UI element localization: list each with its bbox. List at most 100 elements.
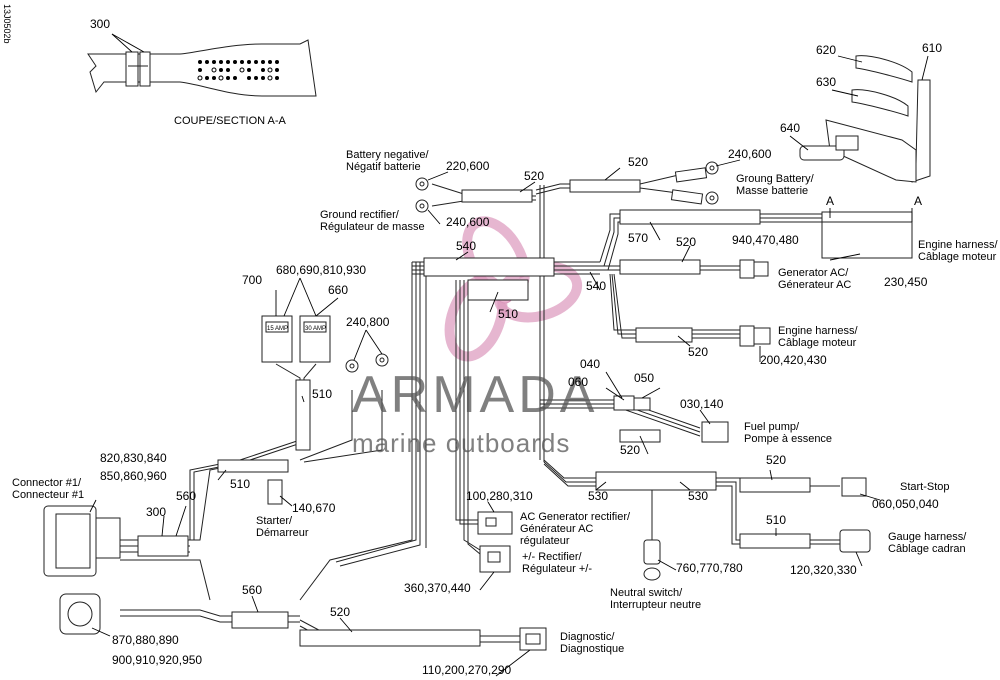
engine-harness-mid-label-fr: Câblage moteur	[778, 337, 857, 349]
leader-lines	[89, 159, 881, 677]
section-a-a-view	[87, 33, 317, 97]
diagnostic-connector-icon	[519, 627, 547, 651]
neutral-switch-label-fr: Interrupteur neutre	[610, 599, 701, 611]
engine-harness-top-label: Engine harness/	[918, 239, 998, 251]
engine-harness-mid-label: Engine harness/	[778, 325, 858, 337]
fuse-15-label: 15 AMP	[267, 326, 288, 332]
sheath-530	[595, 471, 717, 491]
generator-label: Generator AC/	[778, 267, 849, 279]
callout-560-a: 560	[176, 489, 196, 503]
callout-680-690-810-930: 680,690,810,930	[276, 263, 366, 277]
ground-battery-label-fr: Masse batterie	[736, 185, 808, 197]
callout-530-b: 530	[688, 489, 708, 503]
harness-sheaths	[137, 167, 811, 647]
ground-battery-label: Groung Battery/	[736, 173, 815, 185]
ac-rectifier-connector-icon	[477, 511, 513, 535]
watermark-tagline: marine outboards	[352, 428, 570, 458]
section-marker-left: A	[826, 194, 834, 208]
component-labels: COUPE/SECTION A-A Battery negative/ Néga…	[12, 115, 998, 655]
section-markers: A A	[826, 194, 922, 222]
callout-240-800: 240,800	[346, 315, 390, 329]
ground-rectifier-label-fr: Régulateur de masse	[320, 221, 425, 233]
callout-760-770-780: 760,770,780	[676, 561, 743, 575]
rectifier-label-fr: Régulateur +/-	[522, 563, 592, 575]
callout-520-gen: 520	[676, 235, 696, 249]
callout-300: 300	[146, 505, 166, 519]
callout-570: 570	[628, 231, 648, 245]
callout-510-g: 510	[766, 513, 786, 527]
section-caption: COUPE/SECTION A-A	[174, 115, 287, 127]
fuel-pump-label-fr: Pompe à essence	[744, 433, 832, 445]
callout-030-140: 030,140	[680, 397, 724, 411]
callout-630: 630	[816, 75, 836, 89]
callout-660: 660	[328, 283, 348, 297]
callout-040: 040	[580, 357, 600, 371]
fuel-pump-label: Fuel pump/	[744, 421, 800, 433]
callout-870-880-890: 870,880,890	[112, 633, 179, 647]
starter-label-fr: Démarreur	[256, 527, 309, 539]
callout-numbers: 300 620 610 630 640 220,600 520 520 240,…	[90, 17, 942, 677]
callout-520-top: 520	[524, 169, 544, 183]
gauge-harness-label-fr: Câblage cadran	[888, 543, 966, 555]
starter-label: Starter/	[256, 515, 293, 527]
gauge-connector-icon	[839, 529, 871, 553]
start-stop-connector-icon	[841, 477, 867, 497]
ground-rectifier-label: Ground rectifier/	[320, 209, 400, 221]
fuse-30-label: 30 AMP	[305, 326, 326, 332]
callout-360-370-440: 360,370,440	[404, 581, 471, 595]
ac-rectifier-label: AC Generator rectifier/	[520, 511, 631, 523]
gauge-harness-label: Gauge harness/	[888, 531, 967, 543]
engine-harness-block	[821, 211, 913, 259]
callout-530-a: 530	[588, 489, 608, 503]
sheath-520-diag	[299, 629, 481, 647]
callout-540-a: 540	[456, 239, 476, 253]
rectifier-label: +/- Rectifier/	[522, 551, 583, 563]
engine-harness-connector-icon	[739, 325, 771, 347]
diagnostic-label: Diagnostic/	[560, 631, 615, 643]
callout-050: 050	[634, 371, 654, 385]
callout-060-050-040: 060,050,040	[872, 497, 939, 511]
callout-900-910-920-950: 900,910,920,950	[112, 653, 202, 667]
ring-terminal-icon	[345, 161, 719, 373]
neutral-switch-icon	[643, 539, 661, 581]
engine-connector-assembly	[789, 55, 931, 183]
engine-harness-top-label-fr: Câblage moteur	[918, 251, 997, 263]
starter-connector-icon	[267, 479, 283, 505]
connector-1-label-fr: Connecteur #1	[12, 489, 84, 501]
callout-240-600-right: 240,600	[728, 147, 772, 161]
callout-520-top2: 520	[628, 155, 648, 169]
callout-560-b: 560	[242, 583, 262, 597]
callout-520-fuel: 520	[620, 443, 640, 457]
callout-850-860-960: 850,860,960	[100, 469, 167, 483]
generator-connector-icon	[739, 259, 769, 279]
callout-120-320-330: 120,320,330	[790, 563, 857, 577]
callout-510-relay: 510	[312, 387, 332, 401]
diagnostic-label-fr: Diagnostique	[560, 643, 624, 655]
callout-820-830-840: 820,830,840	[100, 451, 167, 465]
battery-negative-label: Battery negative/	[346, 149, 429, 161]
document-code: 13J0502b	[2, 4, 12, 44]
fuel-pump-connector-icon	[613, 395, 729, 443]
callout-540-b: 540	[586, 279, 606, 293]
watermark-brand: ARMADA	[352, 366, 598, 424]
battery-negative-label-fr: Négatif batterie	[346, 161, 421, 173]
callout-510-b: 510	[230, 477, 250, 491]
relay-icon	[261, 315, 331, 363]
callout-060: 060	[568, 375, 588, 389]
sheath-540	[423, 257, 555, 277]
watermark-text: ARMADA marine outboards	[352, 366, 598, 458]
rectifier-connector-icon	[479, 545, 511, 573]
components: 15 AMP 30 AMP	[43, 161, 913, 651]
ac-rectifier-label-fr2: régulateur	[520, 535, 570, 547]
generator-label-fr: Génerateur AC	[778, 279, 851, 291]
callout-140-670: 140,670	[292, 501, 336, 515]
callout-520-ss: 520	[766, 453, 786, 467]
callout-620: 620	[816, 43, 836, 57]
callout-940-470-480: 940,470,480	[732, 233, 799, 247]
callout-100-280-310: 100,280,310	[466, 489, 533, 503]
sheath-520-top	[461, 189, 533, 203]
callout-110-200-270-290: 110,200,270,290	[422, 663, 512, 677]
callout-520-eng: 520	[688, 345, 708, 359]
callout-300-top: 300	[90, 17, 110, 31]
